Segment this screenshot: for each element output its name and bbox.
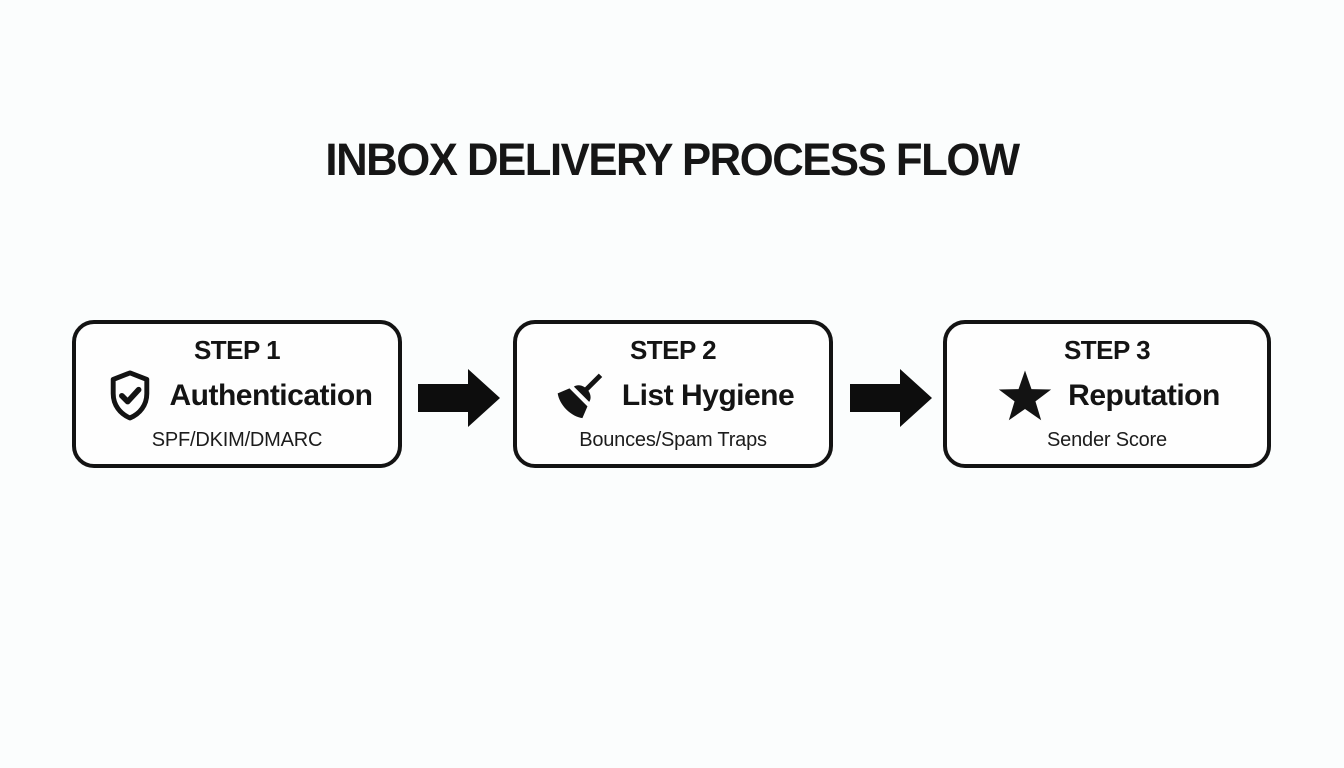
star-icon [994, 366, 1056, 426]
step-box-authentication: STEP 1 Authentication SPF/DKIM/DMARC [72, 320, 402, 468]
flow-arrow-icon [418, 368, 500, 428]
step-box-list-hygiene: STEP 2 List Hygiene Bounces/Spam Traps [513, 320, 833, 468]
diagram-title: INBOX DELIVERY PROCESS FLOW [325, 134, 1020, 185]
broom-icon [552, 367, 610, 425]
step-subtitle: Bounces/Spam Traps [579, 428, 767, 451]
step-box-reputation: STEP 3 Reputation Sender Score [943, 320, 1271, 468]
step-title: Reputation [1068, 379, 1220, 413]
step-title: List Hygiene [621, 379, 795, 413]
step-title: Authentication [169, 379, 374, 413]
step-subtitle: Sender Score [1047, 428, 1167, 451]
step-number-label: STEP 3 [1063, 335, 1151, 366]
flow-arrow-icon [850, 368, 932, 428]
shield-check-icon [102, 366, 158, 426]
step-number-label: STEP 2 [629, 335, 717, 366]
step-subtitle: SPF/DKIM/DMARC [151, 428, 323, 451]
step-number-label: STEP 1 [193, 335, 281, 366]
